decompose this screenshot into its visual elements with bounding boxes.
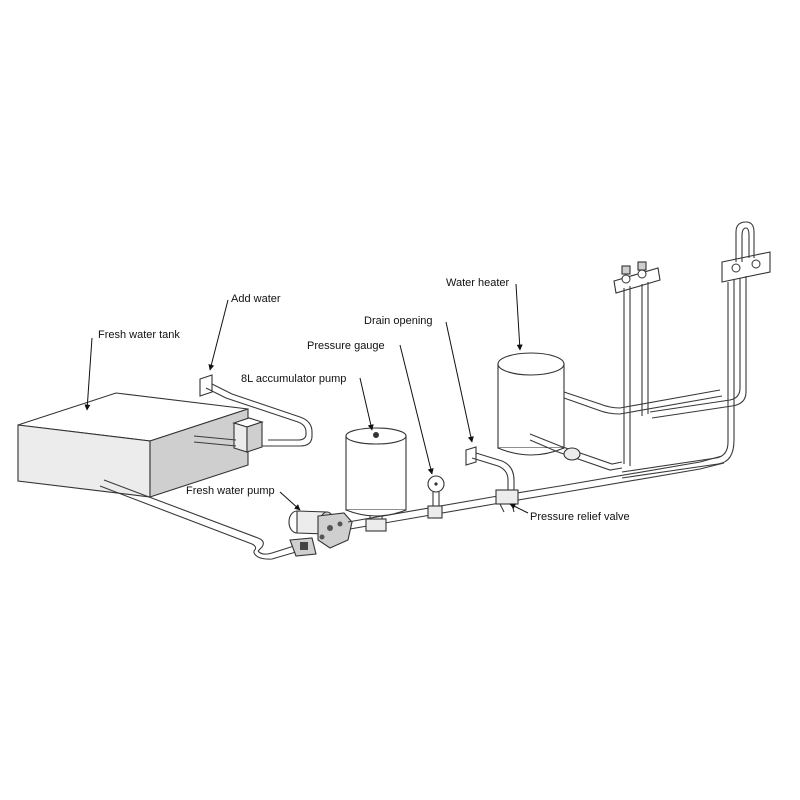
heater-outlet-pipe [563, 389, 723, 415]
drain-opening-pipe [465, 446, 515, 492]
add-water-pipe [199, 374, 313, 447]
water-heater [497, 352, 565, 456]
faucet-mount-right [621, 221, 771, 479]
label-add-water: Add water [231, 293, 281, 305]
label-fresh-water-pump: Fresh water pump [186, 485, 275, 497]
tank-stub-pipe [193, 435, 237, 441]
fresh-water-pump [288, 510, 353, 557]
label-accumulator-pump: 8L accumulator pump [241, 373, 346, 385]
suction-pipe [99, 479, 297, 560]
faucet-mount-left [613, 261, 661, 466]
fill-inlet-box [232, 417, 264, 453]
label-pressure-gauge: Pressure gauge [307, 340, 385, 352]
label-fresh-water-tank: Fresh water tank [98, 329, 180, 341]
label-pressure-relief-valve: Pressure relief valve [530, 511, 630, 523]
label-water-heater: Water heater [446, 277, 510, 289]
pressure-relief-valve [495, 489, 519, 513]
leader-lines [84, 283, 529, 514]
fresh-water-tank [17, 392, 249, 498]
pressure-gauge [427, 475, 445, 519]
accumulator-tank [345, 427, 407, 532]
heater-inlet-pipe [529, 433, 623, 471]
label-drain-opening: Drain opening [364, 315, 433, 327]
main-pressure-line [347, 455, 725, 530]
